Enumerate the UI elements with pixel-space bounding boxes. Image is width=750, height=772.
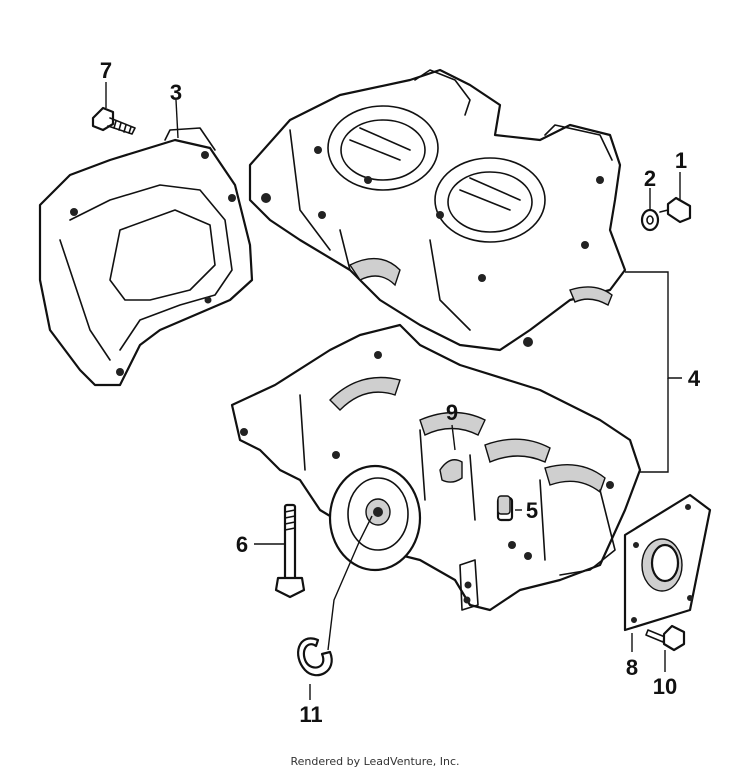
bolt-part-1 [659, 196, 692, 224]
callout-6: 6 [236, 532, 248, 557]
callout-10: 10 [653, 674, 677, 699]
callout-1: 1 [675, 148, 687, 173]
callout-7: 7 [100, 58, 112, 83]
callout-8: 8 [626, 655, 638, 680]
callout-3: 3 [170, 80, 182, 105]
snap-ring-part-11 [297, 637, 333, 677]
callout-4: 4 [688, 366, 701, 391]
footer-credit: Rendered by LeadVenture, Inc. [290, 755, 459, 768]
housing-part-3 [38, 127, 254, 387]
washer-part-2 [640, 208, 660, 232]
lower-crankcase [230, 323, 642, 612]
callout-labels: 7 3 1 2 4 9 5 6 8 10 11 [100, 58, 701, 727]
leader-lines [105, 82, 682, 700]
callout-2: 2 [644, 166, 656, 191]
bolt-part-10 [645, 624, 686, 652]
bolt-part-6 [274, 503, 306, 599]
bolt-part-7 [91, 106, 136, 135]
dowel-part-5 [497, 495, 511, 515]
upper-crankcase [248, 68, 627, 352]
callout-9: 9 [446, 400, 458, 425]
callout-11: 11 [299, 702, 322, 727]
callout-5: 5 [526, 498, 538, 523]
gasket-part-8 [623, 493, 712, 632]
